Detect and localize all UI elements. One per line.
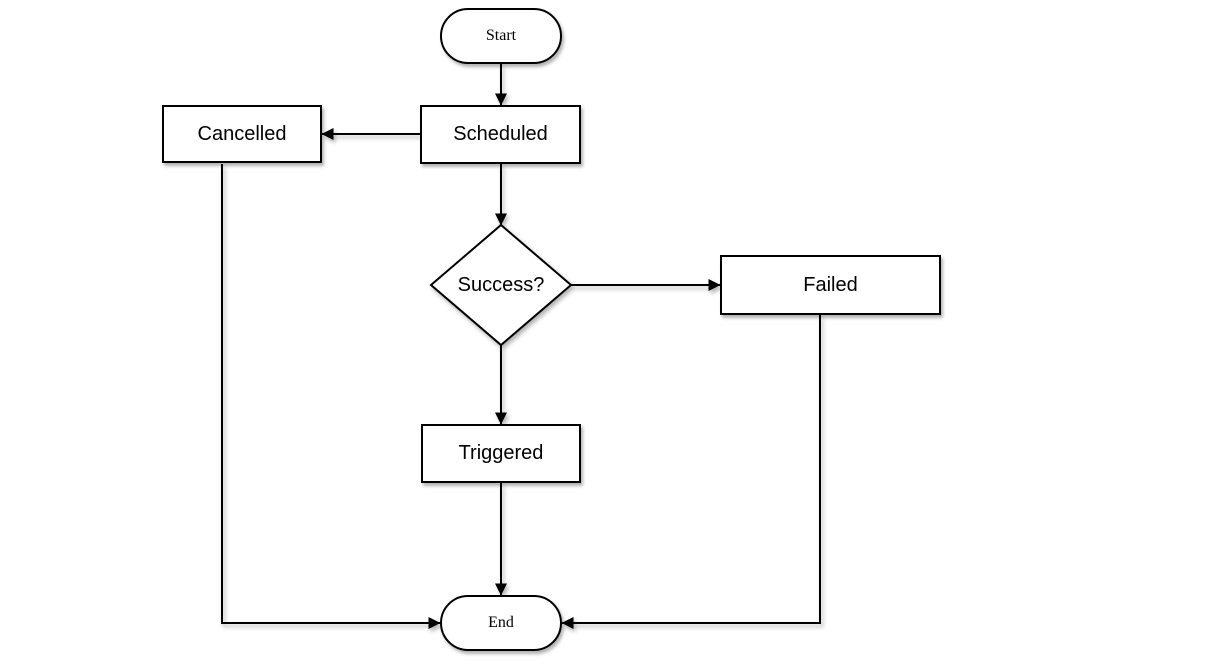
node-success-diamond-shape [429,223,573,347]
node-cancelled-label: Cancelled [197,122,287,145]
node-success: Success? [431,255,571,315]
node-triggered: Triggered [421,424,581,483]
node-start: Start [440,8,562,64]
node-scheduled: Scheduled [420,105,581,164]
edge-cancelled-to-end [221,164,441,629]
node-failed-label: Failed [803,273,858,296]
node-cancelled: Cancelled [162,105,322,163]
node-start-label: Start [485,27,517,44]
node-end: End [440,595,562,651]
node-end-label: End [488,614,514,631]
node-failed: Failed [720,255,941,315]
node-triggered-label: Triggered [458,442,544,464]
node-success-label: Success? [457,273,545,296]
edge-failed-to-end [561,315,821,629]
node-scheduled-label: Scheduled [453,123,548,145]
